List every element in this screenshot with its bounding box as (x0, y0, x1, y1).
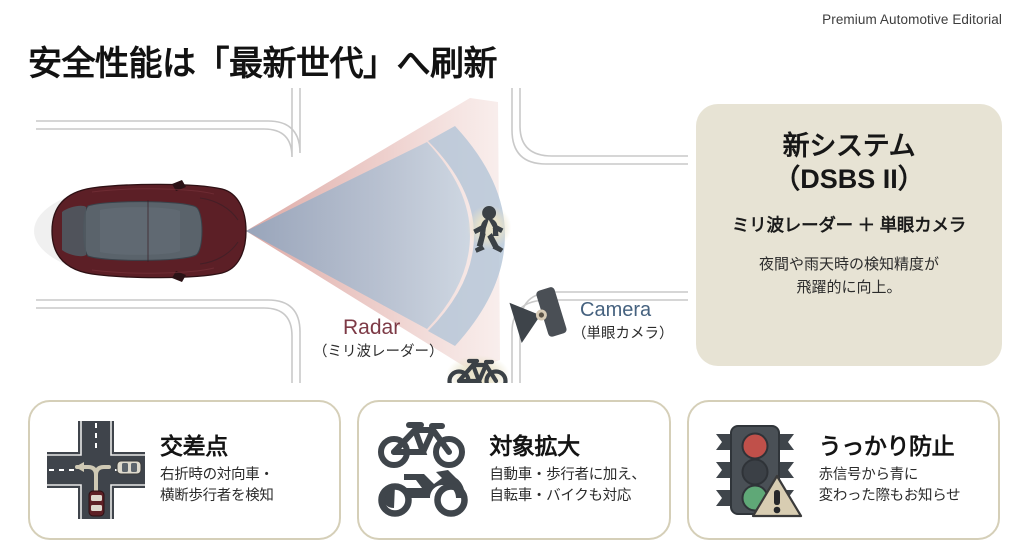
feature-card-intersection[interactable]: 交差点 右折時の対向車・ 横断歩行者を検知 (28, 400, 342, 540)
card-title: 交差点 (160, 432, 228, 459)
radar-label-title: Radar (343, 316, 400, 339)
camera-label-title: Camera (580, 299, 652, 321)
card-title: 対象拡大 (489, 432, 580, 459)
card-description: 自動車・歩行者に加え、 自転車・バイクも対応 (489, 465, 654, 507)
card-text: 交差点 右折時の対向車・ 横断歩行者を検知 (160, 433, 325, 507)
card-text: 対象拡大 自動車・歩行者に加え、 自転車・バイクも対応 (489, 433, 654, 507)
camera-cone (246, 142, 470, 329)
card-desc-line1: 右折時の対向車・ (160, 467, 274, 484)
hero-title-line1: 新システム (782, 131, 916, 161)
radar-label: Radar （ミリ波レーダー） (313, 316, 444, 360)
new-system-panel: 新システム （DSBS II） ミリ波レーダー ＋ 単眼カメラ 夜間や雨天時の検… (696, 104, 1002, 366)
ego-car-top-view (34, 180, 247, 282)
card-text: うっかり防止 赤信号から青に 変わった際もお知らせ (819, 433, 984, 507)
card-description: 右折時の対向車・ 横断歩行者を検知 (160, 465, 325, 507)
card-description: 赤信号から青に 変わった際もお知らせ (819, 465, 984, 507)
card-title: うっかり防止 (818, 432, 955, 459)
motorcycle-glyph (378, 470, 469, 517)
bicycle-icon (446, 355, 510, 383)
bicycle-glyph (378, 422, 466, 468)
feature-card-alert[interactable]: うっかり防止 赤信号から青に 変わった際もお知らせ (686, 400, 1000, 540)
feature-card-target-expansion[interactable]: 対象拡大 自動車・歩行者に加え、 自転車・バイクも対応 (357, 400, 671, 540)
brand-kicker: Premium Automotive Editorial (822, 12, 1002, 27)
traffic-light-warning-icon (703, 420, 807, 520)
card-desc-line2: 自転車・バイクも対応 (489, 488, 632, 505)
oncoming-car (116, 460, 142, 475)
hero-title-line2: （DSBS II） (773, 163, 925, 194)
card-desc-line1: 赤信号から青に (818, 467, 919, 484)
camera-label: Camera （単眼カメラ） (572, 299, 674, 342)
hero-body-line2: 飛躍的に向上。 (796, 279, 902, 297)
lamp-amber-off (741, 458, 769, 486)
page-title: 安全性能は「最新世代」へ刷新 (28, 45, 498, 83)
warning-triangle-icon (751, 474, 802, 518)
radar-label-subtitle: （ミリ波レーダー） (313, 343, 444, 360)
card-desc-line2: 変わった際もお知らせ (818, 488, 961, 505)
hero-body-line1: 夜間や雨天時の検知精度が (758, 255, 939, 273)
lamp-red (741, 432, 769, 460)
sensor-coverage-diagram: Camera （単眼カメラ） Radar （ミリ波レーダー） (0, 88, 688, 383)
card-desc-line2: 横断歩行者を検知 (160, 488, 274, 505)
camera-sensor-icon (509, 287, 567, 343)
bicycle-motorcycle-icon (373, 420, 477, 520)
camera-label-subtitle: （単眼カメラ） (572, 325, 674, 342)
feature-card-list: 交差点 右折時の対向車・ 横断歩行者を検知 (28, 400, 1000, 540)
hero-subtitle: ミリ波レーダー ＋ 単眼カメラ (731, 214, 967, 235)
hero-body: 夜間や雨天時の検知精度が 飛躍的に向上。 (759, 253, 939, 300)
hero-title: 新システム （DSBS II） (773, 130, 925, 196)
pedestrian-icon (466, 204, 512, 253)
intersection-icon (44, 421, 148, 519)
red-car (88, 490, 105, 517)
camera-cone-outer (428, 126, 505, 346)
card-desc-line1: 自動車・歩行者に加え、 (489, 467, 646, 484)
